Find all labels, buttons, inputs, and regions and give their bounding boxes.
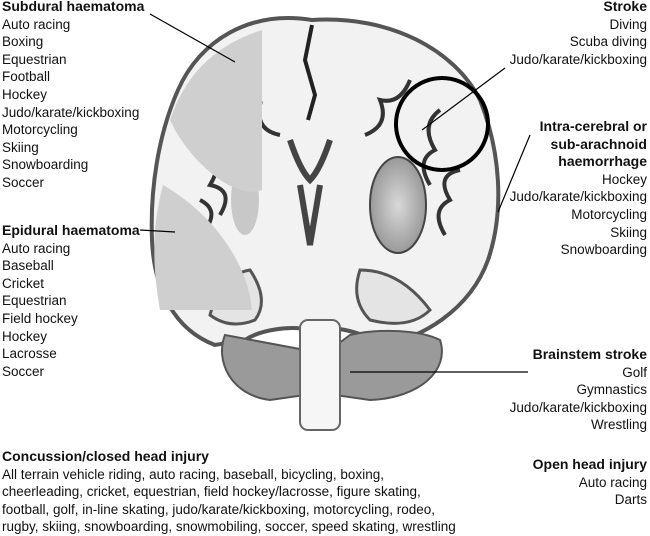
subdural-item: Football [2, 69, 51, 85]
stroke-item: Diving [609, 16, 647, 32]
subdural-region [170, 30, 262, 192]
subdural-item: Motorcycling [2, 122, 78, 138]
concussion-title: Concussion/closed head injury [2, 448, 209, 464]
gyri-folds-right [364, 79, 461, 237]
epidural-title: Epidural haematoma [2, 222, 140, 238]
open-head-item: Auto racing [578, 474, 647, 490]
temporal-lobe-right [355, 268, 432, 325]
subdural-item: Auto racing [2, 16, 71, 32]
stroke-label: Stroke Diving Scuba diving Judo/karate/k… [510, 0, 647, 68]
subdural-title: Subdural haematoma [2, 0, 145, 14]
ventricles [287, 139, 333, 246]
stroke-circle [394, 76, 490, 172]
subdural-item: Snowboarding [2, 157, 89, 173]
brainstem-item: Wrestling [590, 417, 647, 433]
intracerebral-title-line: haemorrhage [558, 153, 647, 170]
cerebellum-right [328, 329, 443, 402]
concussion-line: cheerleading, cricket, equestrian, field… [2, 484, 421, 500]
brainstem-item: Golf [622, 364, 647, 380]
epidural-item: Lacrosse [2, 346, 57, 362]
concussion-line: rugby, skiing, snowboarding, snowmobilin… [2, 519, 456, 535]
stroke-title: Stroke [603, 0, 647, 14]
intracerebral-title-line: sub-arachnoid [550, 135, 647, 152]
subdural-item: Boxing [2, 34, 44, 50]
brainstem-item: Judo/karate/kickboxing [509, 399, 647, 415]
concussion-label: Concussion/closed head injury All terrai… [2, 448, 502, 536]
leader-stroke [421, 67, 506, 131]
brainstem-stroke-label: Brainstem stroke Golf Gymnastics Judo/ka… [510, 346, 647, 434]
subdural-item: Judo/karate/kickboxing [2, 104, 140, 120]
intracerebral-item: Hockey [601, 171, 647, 187]
leader-epidural [139, 229, 176, 233]
midline-fissure [302, 24, 318, 121]
concussion-line: football, golf, in-line skating, judo/ka… [2, 501, 435, 517]
intracerebral-haemorrhage-label: Intra-cerebral or sub-arachnoid haemorrh… [510, 118, 647, 259]
epidural-item: Cricket [2, 275, 45, 291]
leader-intracerebral [497, 134, 531, 213]
intracerebral-item: Skiing [610, 224, 647, 240]
stroke-item: Scuba diving [569, 34, 647, 50]
intracerebral-item: Judo/karate/kickboxing [509, 189, 647, 205]
subdural-item: Skiing [2, 139, 39, 155]
intracerebral-title-line: Intra-cerebral or [539, 118, 647, 134]
subdural-item: Equestrian [2, 51, 67, 67]
epidural-item: Auto racing [2, 240, 71, 256]
brainstem [299, 319, 341, 431]
intracerebral-item: Motorcycling [571, 206, 647, 222]
brainstem-title: Brainstem stroke [532, 346, 647, 362]
open-head-item: Darts [614, 492, 647, 508]
cerebellum [221, 333, 306, 402]
brainstem-item: Gymnastics [576, 382, 647, 398]
epidural-item: Hockey [2, 328, 48, 344]
subdural-item: Soccer [2, 174, 45, 190]
epidural-region [154, 185, 252, 310]
stroke-item: Judo/karate/kickboxing [509, 51, 647, 67]
subdural-haematoma-label: Subdural haematoma Auto racing Boxing Eq… [2, 0, 144, 192]
leader-subdural [149, 13, 236, 63]
epidural-item: Soccer [2, 363, 45, 379]
epidural-item: Equestrian [2, 293, 67, 309]
epidural-haematoma-label: Epidural haematoma Auto racing Baseball … [2, 222, 140, 380]
subdural-item: Hockey [2, 86, 48, 102]
epidural-item: Baseball [2, 258, 54, 274]
concussion-line: All terrain vehicle riding, auto racing,… [2, 466, 384, 482]
open-head-title: Open head injury [532, 456, 647, 472]
thalamus-oval [369, 156, 427, 254]
open-head-injury-label: Open head injury Auto racing Darts [533, 456, 647, 509]
epidural-item: Field hockey [2, 310, 78, 326]
intracerebral-item: Snowboarding [560, 242, 647, 258]
